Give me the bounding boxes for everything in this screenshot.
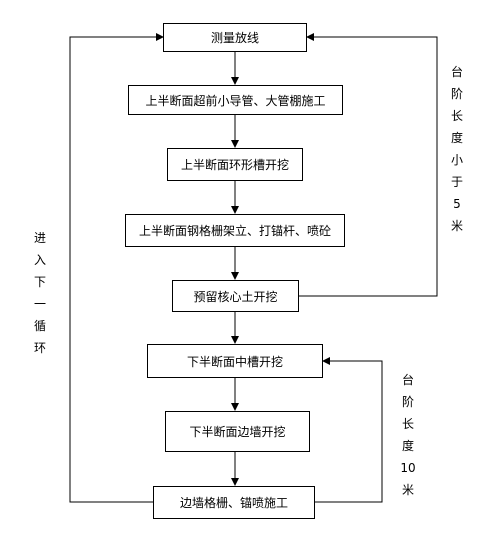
step-label: 测量放线 <box>210 31 259 45</box>
label-bench-10m: 台 阶 长 度 10 米 <box>400 373 416 497</box>
step-label: 上半断面超前小导管、大管棚施工 <box>145 93 326 108</box>
step-core-soil: 预留核心土开挖 <box>172 280 299 312</box>
step-label: 下半断面边墙开挖 <box>189 425 286 439</box>
step-label: 下半断面中槽开挖 <box>186 354 283 369</box>
step-survey-layout: 测量放线 <box>163 23 307 52</box>
step-upper-ring-groove: 上半断面环形槽开挖 <box>167 148 303 181</box>
loop-bench-under-5m <box>299 33 438 297</box>
step-wall-frame-shotcrete: 边墙格栅、锚喷施工 <box>153 486 315 519</box>
step-label: 预留核心土开挖 <box>193 289 278 304</box>
step-label: 上半断面钢格栅架立、打锚杆、喷砼 <box>138 224 331 238</box>
label-next-cycle: 进 入 下 一 循 环 <box>33 231 46 355</box>
step-lower-side-wall: 下半断面边墙开挖 <box>165 411 310 452</box>
step-upper-pipe-roof: 上半断面超前小导管、大管棚施工 <box>128 85 343 115</box>
step-upper-steel-frame: 上半断面钢格栅架立、打锚杆、喷砼 <box>125 214 345 247</box>
step-label: 边墙格栅、锚喷施工 <box>179 496 288 510</box>
step-lower-middle-groove: 下半断面中槽开挖 <box>147 344 323 378</box>
loop-next-cycle <box>69 33 164 503</box>
loop-bench-10m <box>315 357 383 503</box>
step-label: 上半断面环形槽开挖 <box>180 158 289 172</box>
label-bench-under-5m: 台 阶 长 度 小 于 5 米 <box>450 65 463 233</box>
